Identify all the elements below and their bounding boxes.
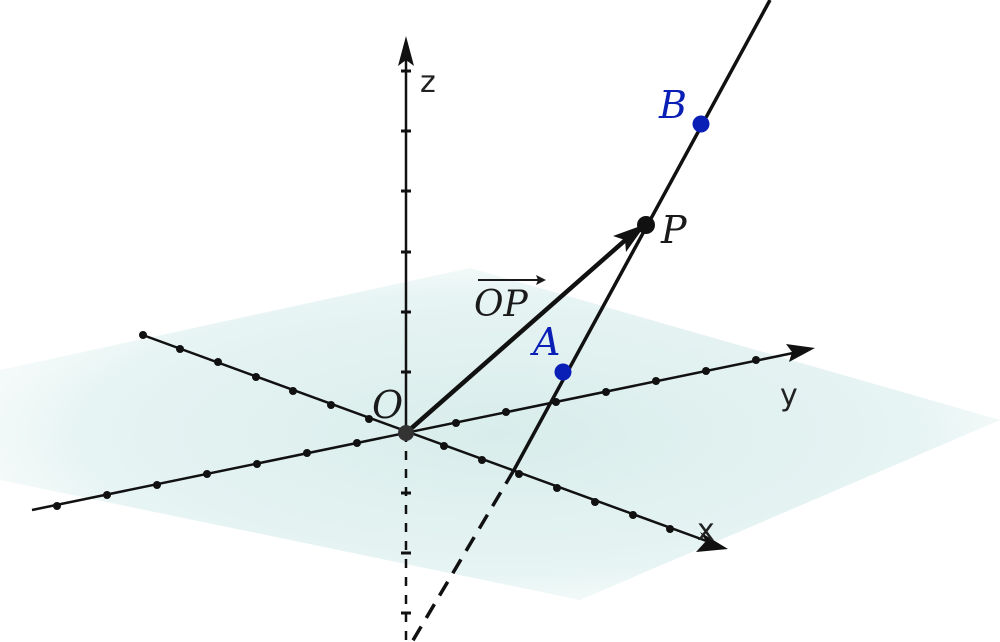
vector-op-label: OP — [474, 275, 546, 325]
y-axis-arrowhead — [786, 344, 815, 362]
origin-label: O — [372, 383, 403, 427]
z-axis-label: z — [420, 65, 436, 100]
point-p — [637, 216, 655, 234]
x-axis-label: x — [697, 513, 715, 548]
point-b — [692, 115, 710, 133]
point-b-label: B — [658, 83, 687, 127]
vector-op-text: OP — [474, 284, 529, 325]
x-axis-arrowhead — [696, 532, 728, 552]
xy-plane — [0, 268, 1000, 600]
point-p-label: P — [660, 208, 688, 252]
z-axis-ticks — [401, 69, 411, 615]
point-a — [554, 363, 572, 381]
z-axis — [398, 36, 414, 642]
x-axis-ticks — [139, 331, 674, 533]
vector-op-arrowhead — [613, 224, 646, 252]
origin-point — [398, 425, 414, 441]
z-axis-arrowhead — [398, 36, 414, 66]
y-axis — [31, 344, 815, 512]
y-axis-label: y — [780, 378, 798, 413]
vector-overline-arrowhead — [536, 275, 546, 285]
x-axis — [139, 331, 728, 552]
line-ab — [410, 0, 772, 642]
point-a-label: A — [530, 320, 560, 364]
vector-op — [404, 224, 646, 435]
